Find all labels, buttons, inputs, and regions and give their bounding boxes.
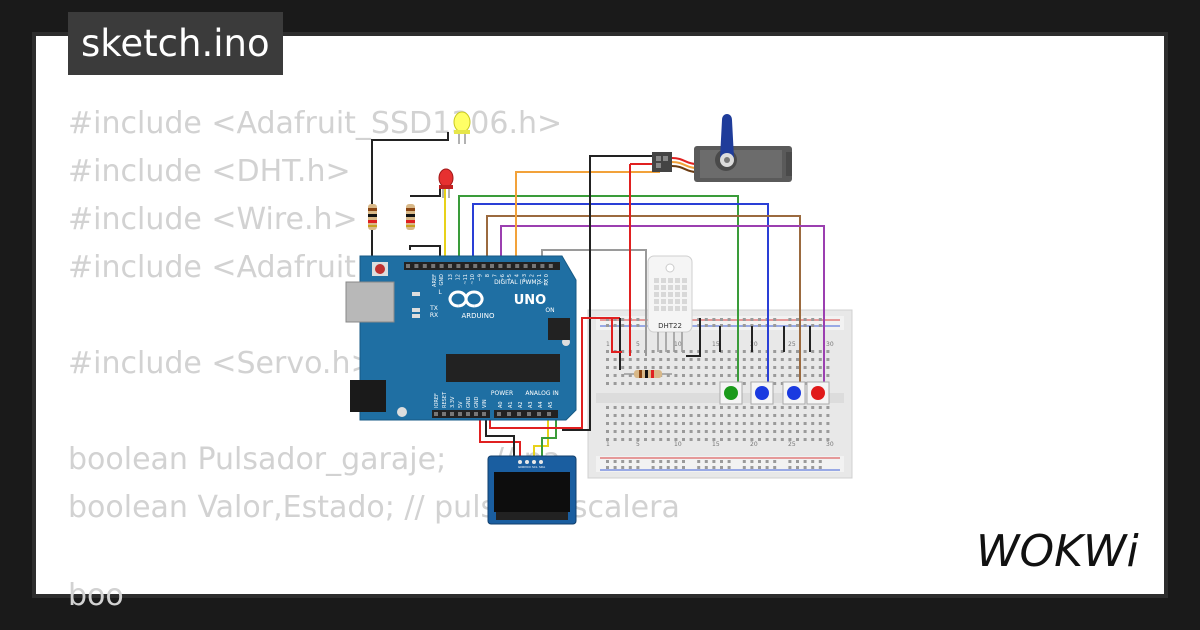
- wokwi-logo: WOKWi: [976, 526, 1152, 580]
- digital-label: DIGITAL (PWM ~): [494, 279, 546, 286]
- analog-pin-label: A2: [518, 401, 524, 408]
- dht22-label: DHT22: [658, 322, 682, 330]
- wokwi-logo-mark: WOKWi: [976, 526, 1139, 577]
- pin-label: AREF: [432, 274, 438, 287]
- servo-motor[interactable]: [652, 114, 792, 182]
- pushbutton-green[interactable]: [719, 381, 743, 405]
- pin-label: 7: [492, 274, 498, 277]
- breadboard-number: 20: [750, 341, 758, 348]
- pin-label: RX 0: [544, 274, 550, 286]
- resistor[interactable]: [368, 204, 377, 230]
- code-line: #include <Adafruit_: [68, 250, 371, 285]
- breadboard-number: 25: [788, 341, 796, 348]
- pin-label: 8: [485, 274, 491, 277]
- code-line: boolean Valor,Estado; // puls escalera: [68, 490, 680, 525]
- breadboard-number: 15: [712, 441, 720, 448]
- pin-label: TX 1: [537, 274, 543, 286]
- l-label: L: [438, 289, 442, 296]
- breadboard-number: 1: [606, 341, 610, 348]
- power-pin-label: 3.3V: [450, 396, 456, 408]
- breadboard-number: 1: [606, 441, 610, 448]
- resistor[interactable]: [406, 204, 415, 230]
- rx-label: RX: [430, 312, 438, 319]
- power-pin-label: GND: [474, 396, 480, 408]
- oled-pin-label: GND: [518, 465, 526, 469]
- power-label: POWER: [491, 390, 513, 397]
- pin-label: ~5: [507, 274, 513, 281]
- pin-label: 4: [515, 274, 521, 277]
- breadboard-number: 20: [750, 441, 758, 448]
- logo-text: WOKWi: [976, 528, 1139, 576]
- pin-label: 2: [529, 274, 535, 277]
- oled-pin-label: SDA: [539, 465, 546, 469]
- analog-label: ANALOG IN: [525, 390, 558, 397]
- breadboard-number: 10: [674, 341, 682, 348]
- pin-label: 12: [455, 274, 461, 280]
- pushbutton-blue[interactable]: [782, 381, 806, 405]
- code-line: #include <Servo.h>: [68, 346, 376, 381]
- code-line: #include <DHT.h>: [68, 154, 351, 189]
- wires: [371, 132, 825, 458]
- code-line: boo: [68, 578, 210, 613]
- breadboard-number: 30: [826, 341, 834, 348]
- on-label: ON: [545, 307, 554, 314]
- power-pin-label: GND: [466, 396, 472, 408]
- pin-label: ~10: [470, 274, 476, 285]
- resistor[interactable]: [624, 370, 672, 378]
- power-pin-label: 5V: [458, 401, 464, 408]
- pushbutton-blue[interactable]: [750, 381, 774, 405]
- pin-label: 13: [448, 274, 454, 280]
- code-line: #include <Wire.h>: [68, 202, 358, 237]
- pin-label: GND: [439, 274, 445, 286]
- pin-label: ~11: [463, 274, 469, 285]
- analog-pin-label: A1: [508, 401, 514, 408]
- breadboard-number: 5: [636, 441, 640, 448]
- breadboard-number: 10: [674, 441, 682, 448]
- dht22-sensor[interactable]: DHT22: [647, 255, 693, 352]
- oled-pin-label: SCL: [532, 465, 538, 469]
- breadboard-number: 30: [826, 441, 834, 448]
- breadboard-number: 5: [636, 341, 640, 348]
- power-pin-label: VIN: [482, 399, 488, 408]
- pushbutton-red[interactable]: [806, 381, 830, 405]
- code-line: #include <Adafruit_SSD1306.h>: [68, 106, 563, 141]
- pin-label: ~9: [478, 274, 484, 281]
- board-brand: ARDUINO: [462, 312, 495, 320]
- power-pin-label: IOREF: [434, 393, 440, 408]
- pin-label: ~3: [522, 274, 528, 281]
- arduino-uno[interactable]: UNO ARDUINO DIGITAL (PWM ~) POWER ANALOG…: [345, 255, 577, 421]
- file-tab[interactable]: sketch.ino: [68, 12, 283, 75]
- board-name: UNO: [514, 293, 547, 308]
- tx-label: TX: [429, 305, 438, 312]
- analog-pin-label: A0: [498, 401, 504, 408]
- analog-pin-label: A4: [538, 401, 544, 408]
- oled-pin-label: VCC: [525, 465, 531, 469]
- pin-label: ~6: [500, 274, 506, 281]
- breadboard-number: 15: [712, 341, 720, 348]
- yellow-led[interactable]: [453, 111, 471, 144]
- breadboard-number: 25: [788, 441, 796, 448]
- red-led[interactable]: [438, 168, 454, 198]
- analog-pin-label: A5: [548, 401, 554, 408]
- analog-pin-label: A3: [528, 401, 534, 408]
- power-pin-label: RESET: [442, 391, 448, 408]
